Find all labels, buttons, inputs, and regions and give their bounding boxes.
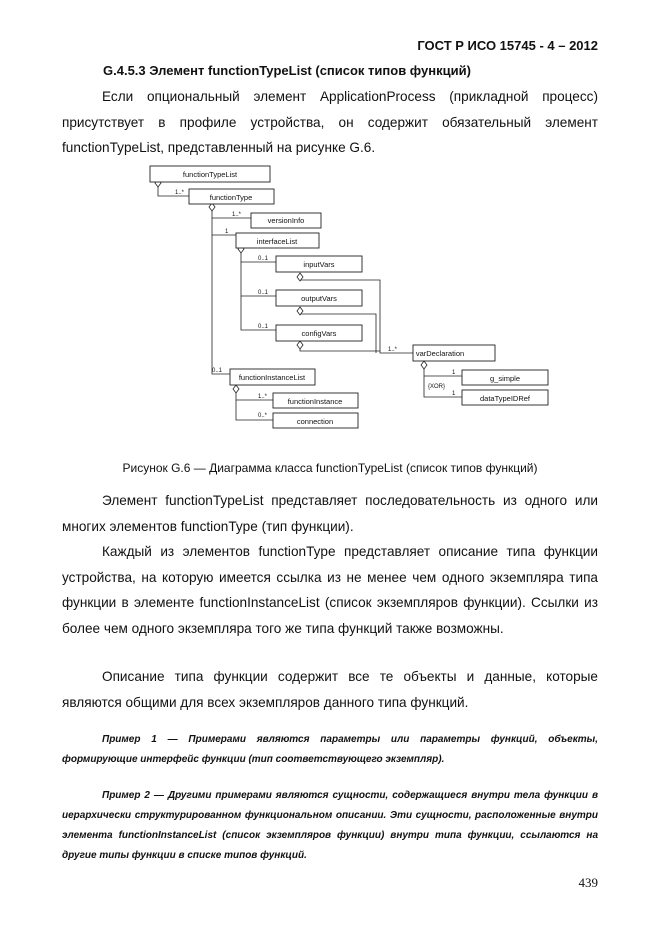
class-box-functionInstance	[272, 392, 359, 409]
aggregation-diamond-icon	[296, 272, 304, 282]
class-box-functionType	[188, 188, 275, 205]
class-box-varDeclaration	[412, 344, 496, 362]
class-label: functionInstance	[288, 397, 343, 406]
multiplicity-label: 1..*	[232, 212, 242, 218]
multiplicity-label: 0..1	[258, 290, 269, 296]
aggregation-diamond-icon	[208, 202, 216, 212]
class-label: g_simple	[490, 374, 520, 383]
document-header: ГОСТ Р ИСО 15745 - 4 – 2012	[417, 38, 598, 53]
class-box-connection	[272, 412, 359, 429]
multiplicity-label: 1..*	[388, 347, 398, 353]
class-box-functionInstanceList	[229, 368, 316, 386]
class-box-versionInfo	[250, 212, 322, 229]
connector-line	[211, 235, 230, 375]
paragraph: Элемент functionTypeList представляет по…	[62, 493, 598, 534]
class-label: connection	[297, 417, 333, 426]
connector-line	[423, 376, 462, 398]
connector-line	[235, 400, 273, 421]
paragraph: Каждый из элементов functionType предста…	[62, 544, 598, 636]
aggregation-diamond-icon	[296, 340, 304, 350]
aggregation-diamond-icon	[296, 306, 304, 316]
multiplicity-label: 1..*	[175, 190, 185, 196]
connector-line	[423, 361, 462, 377]
class-diagram: functionTypeList functionType versionInf…	[149, 165, 549, 429]
class-box-outputVars	[275, 289, 363, 307]
multiplicity-label: 1	[452, 370, 456, 376]
class-label: versionInfo	[268, 216, 305, 225]
aggregation-diamond-icon	[420, 360, 428, 370]
example-note: Пример 2 — Другими примерами являются су…	[62, 790, 598, 861]
class-box-g_simple	[461, 369, 549, 386]
class-box-inputVars	[275, 255, 363, 273]
multiplicity-label: 0..1	[258, 256, 269, 262]
class-label: functionTypeList	[183, 170, 238, 179]
class-label: outputVars	[301, 294, 337, 303]
multiplicity-label: {XOR}	[428, 384, 445, 390]
multiplicity-label: 0..1	[258, 324, 269, 330]
multiplicity-label: 0..*	[258, 413, 268, 419]
paragraph: Описание типа функции содержит все те об…	[62, 669, 598, 710]
aggregation-diamond-icon	[232, 384, 240, 394]
class-label: interfaceList	[257, 237, 298, 246]
class-label: inputVars	[303, 260, 334, 269]
class-box-configVars	[275, 324, 363, 342]
connector-line	[299, 341, 380, 352]
section-heading: G.4.5.3 Элемент functionTypeList (список…	[103, 63, 471, 78]
connector-line	[240, 296, 276, 331]
multiplicity-label: 1..*	[258, 394, 268, 400]
class-label: varDeclaration	[416, 349, 464, 358]
figure-caption: Рисунок G.6 — Диаграмма класса functionT…	[122, 461, 538, 475]
multiplicity-label: 0..1	[212, 368, 223, 374]
page-number: 439	[578, 875, 599, 890]
class-label: functionType	[210, 193, 253, 202]
class-box-dataTypeIDRef	[461, 389, 549, 406]
connector-line	[211, 218, 236, 236]
class-label: dataTypeIDRef	[480, 394, 531, 403]
example-note: Пример 1 — Примерами являются параметры …	[62, 734, 598, 765]
multiplicity-label: 1	[225, 229, 229, 235]
class-box-functionTypeList	[149, 165, 271, 183]
class-label: functionInstanceList	[239, 373, 306, 382]
paragraph: Если опциональный элемент ApplicationPro…	[62, 89, 598, 155]
connector-line	[235, 385, 273, 401]
multiplicity-label: 1	[452, 391, 456, 397]
class-label: configVars	[302, 329, 337, 338]
class-box-interfaceList	[235, 232, 320, 249]
